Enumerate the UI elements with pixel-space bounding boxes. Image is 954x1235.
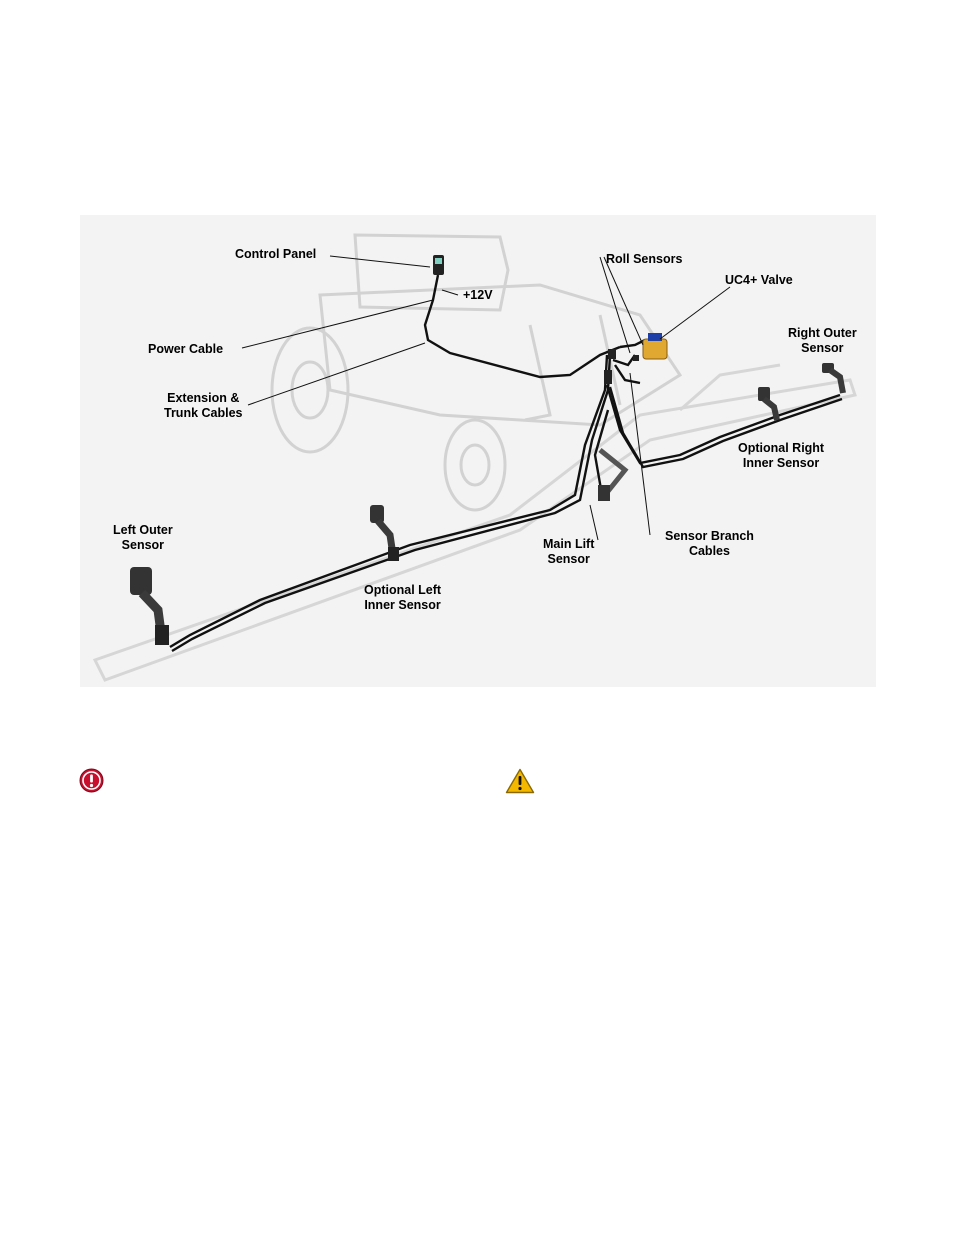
optional-left-inner-sensor-device	[370, 505, 399, 561]
control-panel-label: Control Panel	[235, 247, 316, 262]
optional-right-inner-sensor-label: Optional Right Inner Sensor	[738, 441, 824, 471]
system-overview-diagram: Control Panel +12V Power Cable Extension…	[80, 215, 876, 687]
plus12v-label: +12V	[463, 288, 493, 303]
power-cable-label: Power Cable	[148, 342, 223, 357]
roll-sensors-label: Roll Sensors	[606, 252, 682, 267]
roll-sensor-lead	[615, 365, 640, 383]
left-outer-sensor-device	[130, 567, 169, 645]
exclamation-circle-icon	[79, 768, 104, 798]
optional-left-inner-sensor-label: Optional Left Inner Sensor	[364, 583, 441, 613]
right-outer-sensor-label: Right Outer Sensor	[788, 326, 857, 356]
left-outer-sensor-label: Left Outer Sensor	[113, 523, 173, 553]
roll-sensor-lead-2	[613, 355, 635, 365]
sensor-branch-cables-label: Sensor Branch Cables	[665, 529, 754, 559]
control-panel-device	[433, 255, 444, 275]
warning-triangle-icon	[505, 768, 535, 799]
main-lift-sensor-device	[598, 450, 625, 501]
uc4-valve-label: UC4+ Valve	[725, 273, 793, 288]
right-outer-sensor-device	[822, 363, 843, 393]
extension-trunk-cables-label: Extension & Trunk Cables	[164, 391, 243, 421]
main-lift-sensor-label: Main Lift Sensor	[543, 537, 594, 567]
